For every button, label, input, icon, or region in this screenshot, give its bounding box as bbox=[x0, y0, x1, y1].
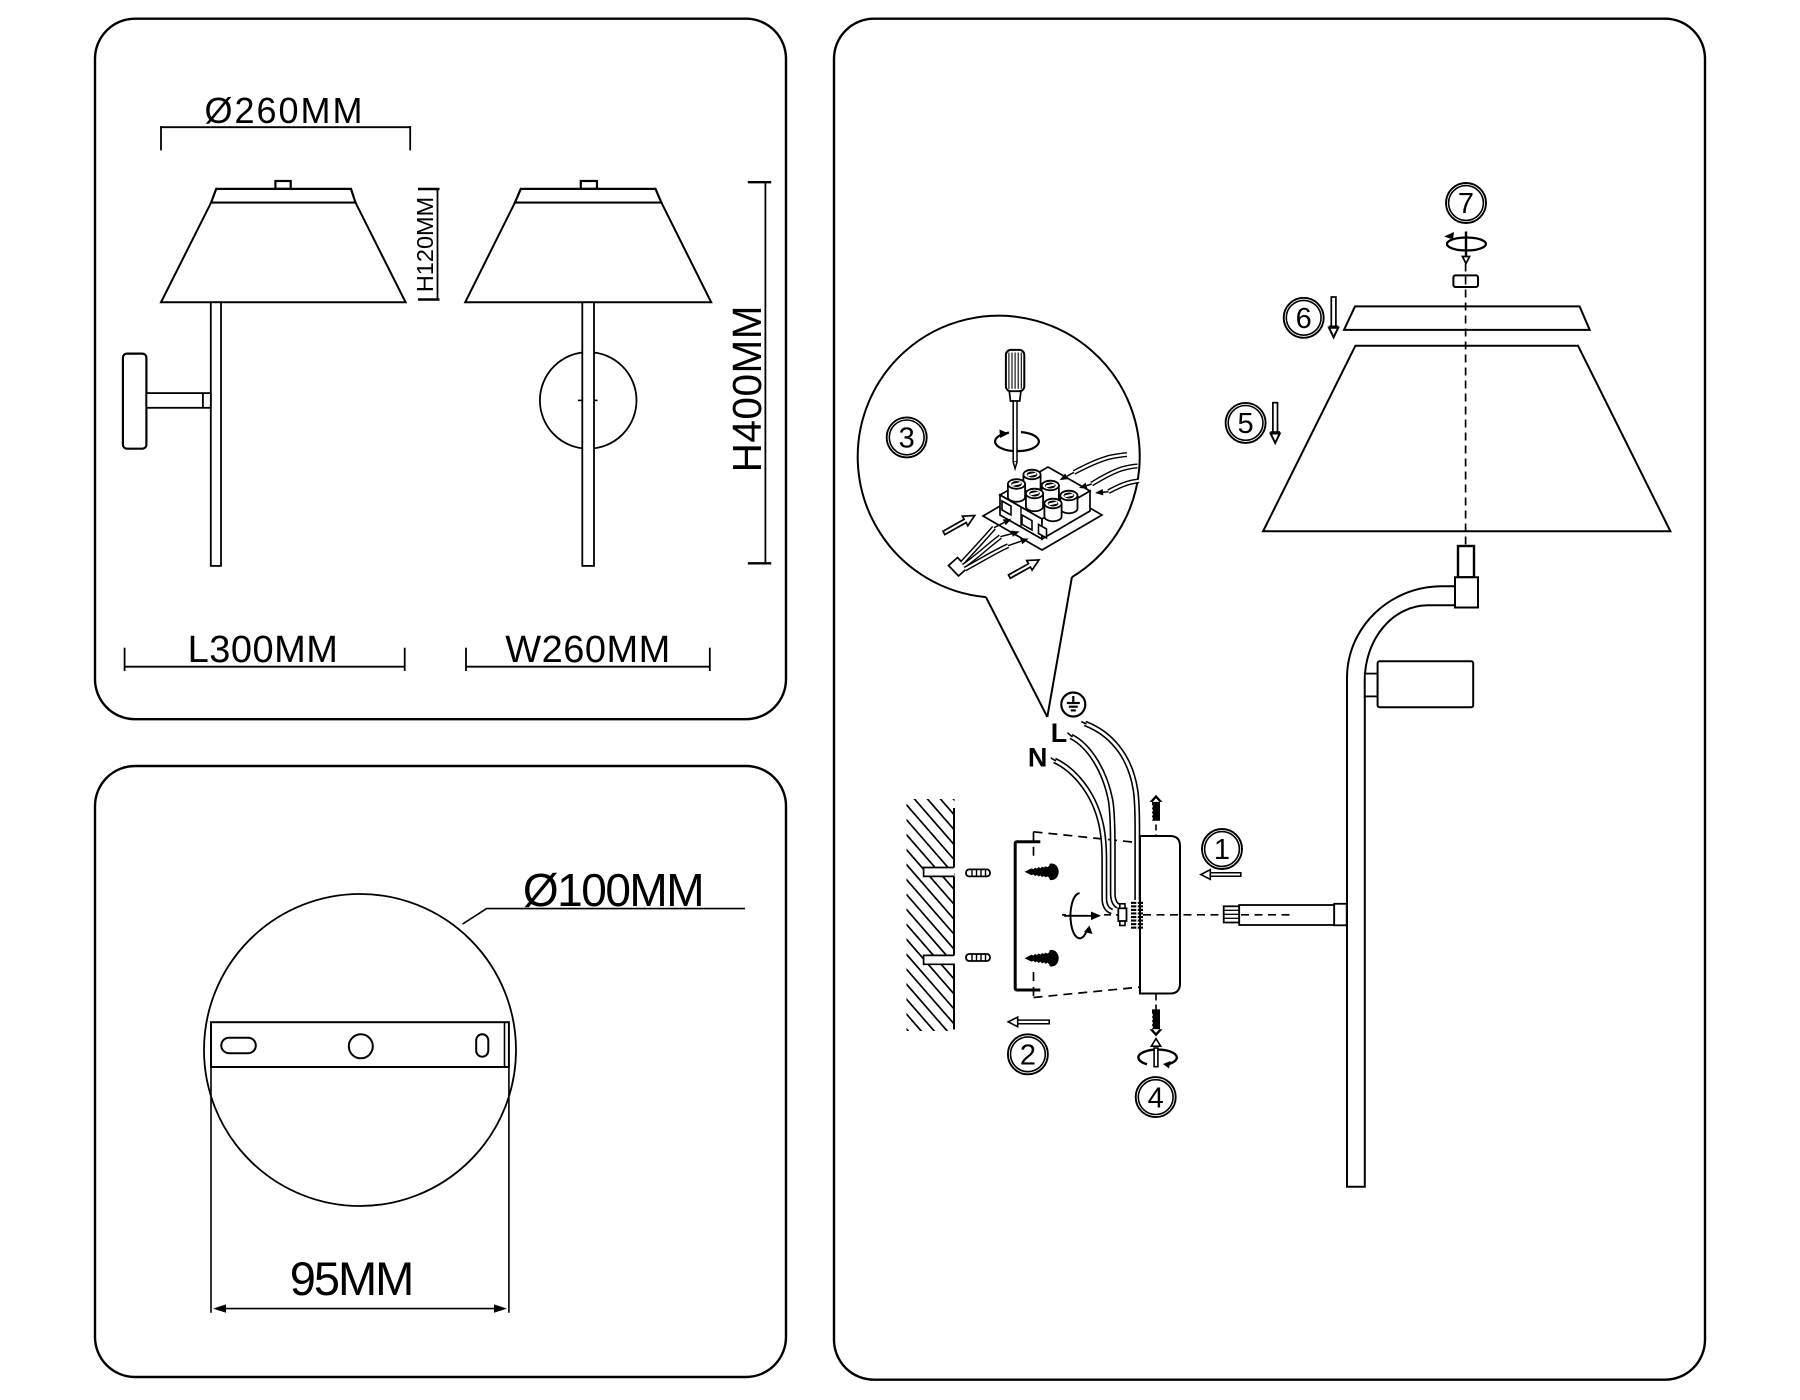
svg-text:W260MM: W260MM bbox=[505, 629, 671, 671]
svg-text:H120MM: H120MM bbox=[412, 197, 438, 292]
svg-text:2: 2 bbox=[1020, 1040, 1036, 1072]
svg-text:6: 6 bbox=[1296, 303, 1312, 335]
svg-text:Ø260MM: Ø260MM bbox=[204, 90, 364, 131]
svg-text:1: 1 bbox=[1214, 834, 1230, 866]
svg-text:H400MM: H400MM bbox=[724, 305, 770, 472]
svg-text:L: L bbox=[1051, 718, 1068, 748]
svg-text:L300MM: L300MM bbox=[188, 629, 339, 671]
svg-text:7: 7 bbox=[1458, 188, 1474, 220]
svg-text:3: 3 bbox=[899, 423, 915, 455]
svg-text:5: 5 bbox=[1238, 408, 1254, 440]
svg-text:95MM: 95MM bbox=[290, 1252, 413, 1305]
svg-text:4: 4 bbox=[1148, 1082, 1164, 1114]
svg-text:N: N bbox=[1028, 743, 1048, 773]
svg-text:Ø100MM: Ø100MM bbox=[523, 864, 703, 916]
